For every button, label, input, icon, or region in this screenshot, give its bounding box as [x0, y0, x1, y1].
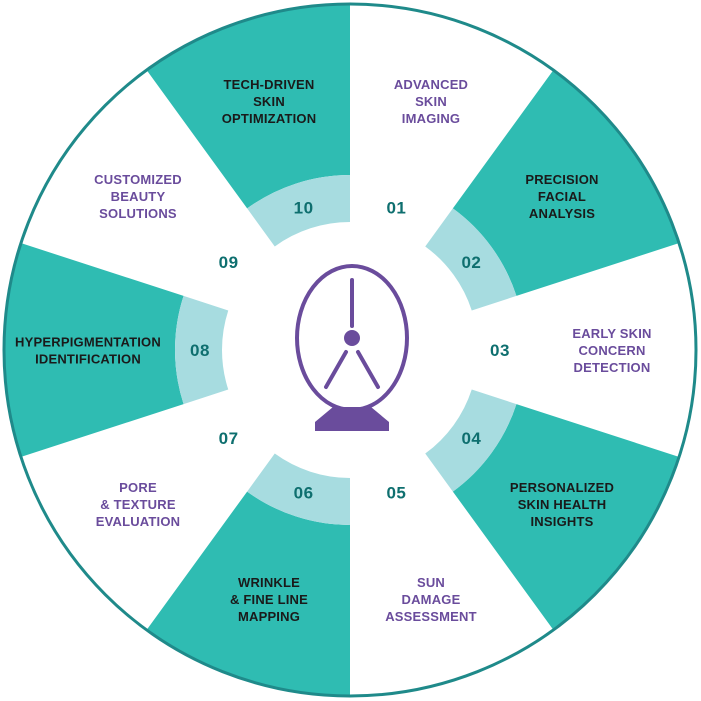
segment-label-line: SUN [417, 575, 445, 590]
segment-label-line: INSIGHTS [531, 514, 594, 529]
segment-label-line: BEAUTY [111, 189, 166, 204]
segment-number: 07 [219, 429, 239, 448]
segment-number: 05 [386, 484, 406, 503]
segment-06-number-band [247, 453, 350, 525]
segment-label-line: CONCERN [578, 343, 645, 358]
segment-08-number-band [175, 295, 229, 405]
segment-09: 09 CUSTOMIZED BEAUTY SOLUTIONS [94, 172, 238, 272]
segment-10-number-band [247, 175, 350, 247]
segment-number: 02 [461, 253, 481, 272]
segment-label: CUSTOMIZED BEAUTY SOLUTIONS [94, 172, 182, 221]
segment-label-line: CUSTOMIZED [94, 172, 182, 187]
segment-label: HYPERPIGMENTATION IDENTIFICATION [15, 335, 161, 367]
segment-label-line: SKIN [415, 94, 447, 109]
segment-04-number-band [425, 389, 517, 492]
segment-number: 03 [490, 341, 510, 360]
mirror-device-icon [295, 264, 409, 431]
segment-08: 08 HYPERPIGMENTATION IDENTIFICATION [5, 243, 229, 457]
segment-08-fill [5, 243, 184, 457]
segment-label-line: SKIN [253, 94, 285, 109]
segment-01: 01 ADVANCED SKIN IMAGING [386, 77, 468, 218]
segment-label: PORE & TEXTURE EVALUATION [96, 480, 181, 529]
segment-label-line: MAPPING [238, 609, 300, 624]
segment-label: SUN DAMAGE ASSESSMENT [385, 575, 477, 624]
segment-06-fill [147, 491, 350, 695]
segment-label-line: SOLUTIONS [99, 206, 177, 221]
segment-label-line: ANALYSIS [529, 206, 595, 221]
segment-label: TECH-DRIVEN SKIN OPTIMIZATION [222, 77, 317, 126]
segment-label: WRINKLE & FINE LINE MAPPING [230, 575, 308, 624]
segment-04-fill [452, 404, 679, 630]
segment-label: PERSONALIZED SKIN HEALTH INSIGHTS [510, 480, 614, 529]
segment-label-line: PERSONALIZED [510, 480, 614, 495]
segment-number: 08 [190, 341, 210, 360]
segment-number: 01 [386, 198, 406, 217]
segment-label-line: & FINE LINE [230, 592, 308, 607]
segment-02-number-band [425, 208, 517, 311]
segment-label-line: & TEXTURE [100, 497, 176, 512]
segment-label-line: SKIN HEALTH [518, 497, 607, 512]
segment-label-line: DAMAGE [402, 592, 461, 607]
segment-label-line: HYPERPIGMENTATION [15, 335, 161, 350]
mirror-center-dot [344, 330, 360, 346]
segment-label-line: ADVANCED [394, 77, 468, 92]
segment-label-line: FACIAL [538, 189, 586, 204]
segment-label-line: TECH-DRIVEN [223, 77, 314, 92]
segment-number: 09 [219, 253, 239, 272]
segment-label-line: PORE [119, 480, 157, 495]
segment-10: 10 TECH-DRIVEN SKIN OPTIMIZATION [147, 5, 350, 247]
segment-03: 03 EARLY SKIN CONCERN DETECTION [490, 326, 651, 375]
segment-number: 04 [461, 429, 481, 448]
wheel-segments: 01 ADVANCED SKIN IMAGING 02 PRECISION FACIAL AN… [5, 5, 679, 695]
segment-label-line: ASSESSMENT [385, 609, 477, 624]
segment-label-line: DETECTION [574, 360, 651, 375]
segment-02-fill [452, 70, 679, 296]
segment-label-line: IMAGING [402, 111, 460, 126]
mirror-hand-left [324, 350, 348, 389]
segment-label-line: EARLY SKIN [572, 326, 651, 341]
segment-number: 06 [294, 484, 314, 503]
segment-label-line: OPTIMIZATION [222, 111, 317, 126]
mirror-stand [315, 407, 389, 431]
segment-number: 10 [294, 198, 314, 217]
segment-label-line: WRINKLE [238, 575, 300, 590]
segment-02: 02 PRECISION FACIAL ANALYSIS [425, 70, 679, 311]
segment-label: ADVANCED SKIN IMAGING [394, 77, 468, 126]
segment-10-fill [147, 5, 350, 209]
segment-label: EARLY SKIN CONCERN DETECTION [572, 326, 651, 375]
segment-label-line: PRECISION [525, 172, 598, 187]
segment-label-line: EVALUATION [96, 514, 181, 529]
segment-label: PRECISION FACIAL ANALYSIS [525, 172, 598, 221]
mirror-hand-right [356, 350, 380, 389]
segment-label-line: IDENTIFICATION [35, 352, 141, 367]
